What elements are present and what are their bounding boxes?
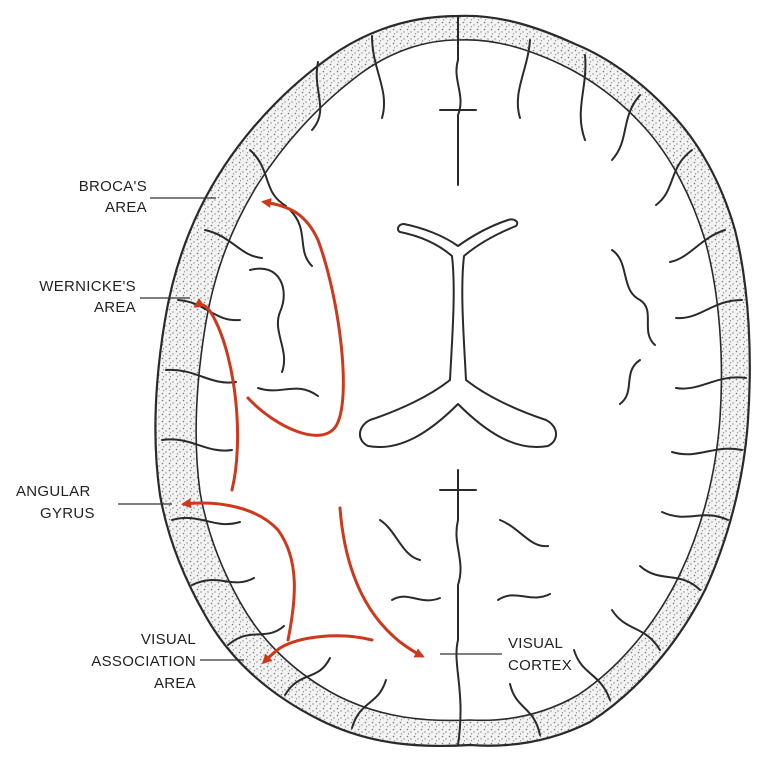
label-visual-cortex-1: VISUAL [508,635,563,652]
label-visual-assoc-3: AREA [154,675,196,692]
brain-section [155,16,749,746]
label-visual-assoc-1: VISUAL [141,631,196,648]
label-broca-1: BROCA'S [79,178,147,195]
label-wernicke-1: WERNICKE'S [39,278,136,295]
label-visual-assoc-2: ASSOCIATION [91,653,196,670]
label-visual-cortex-2: CORTEX [508,657,572,674]
label-wernicke-2: AREA [94,299,136,316]
label-broca-2: AREA [105,199,147,216]
label-angular-1: ANGULAR [16,483,91,500]
label-angular-2: GYRUS [40,505,95,522]
